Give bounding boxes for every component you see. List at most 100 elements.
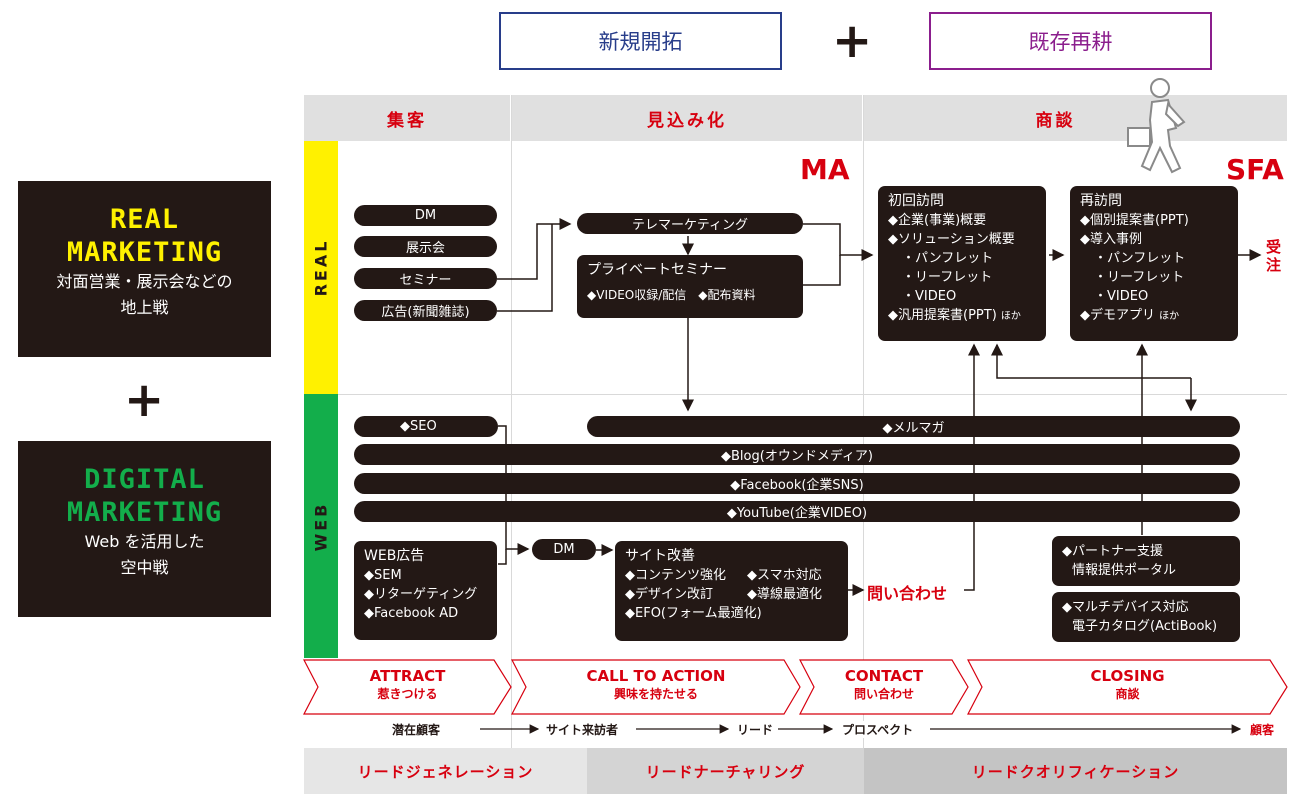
revisit-line: ◆導入事例 (1080, 232, 1142, 247)
site-line: ◆EFO(フォーム最適化) (625, 606, 762, 621)
facebook-bar: ◆Facebook(企業SNS) (354, 473, 1240, 494)
revisit-line: ・VIDEO (1094, 289, 1149, 304)
real-sub-1: 対面営業・展示会などの (56, 272, 233, 291)
stage-closing: CLOSING 商談 (968, 660, 1287, 714)
existing-business-box: 既存再耕 (929, 12, 1212, 70)
revisit-line: ◆デモアプリ (1080, 308, 1155, 323)
first-visit-line: ◆企業(事業)概要 (888, 213, 987, 228)
web-ad-box: WEB広告 ◆SEM ◆リターゲティング ◆Facebook AD (354, 541, 497, 640)
catalog-line: 電子カタログ(ActiBook) (1072, 619, 1218, 634)
site-line: ◆導線最適化 (747, 587, 822, 602)
web-ad-line: ◆Facebook AD (364, 606, 459, 621)
revisit-etc: ほか (1159, 311, 1180, 322)
stage-contact: CONTACT 問い合わせ (800, 660, 968, 714)
stage-en: CALL TO ACTION (586, 667, 726, 685)
seo-bar: ◆SEO (354, 416, 498, 437)
stage-en: ATTRACT (369, 667, 446, 685)
real-expo: 展示会 (354, 236, 497, 257)
column-attract: 集客 (304, 95, 510, 141)
band-real: REAL (304, 141, 338, 394)
first-visit-etc: ほか (1000, 311, 1021, 322)
real-title-1: REAL (109, 204, 180, 235)
side-plus: + (124, 372, 165, 428)
digital-marketing-box: DIGITAL MARKETING Web を活用した 空中戦 (18, 441, 271, 617)
digital-title-2: MARKETING (66, 497, 223, 528)
web-ad-line: ◆リターゲティング (364, 587, 478, 602)
site-improvement-box: サイト改善 ◆コンテンツ強化 ◆スマホ対応 ◆デザイン改訂 ◆導線最適化 ◆EFO(… (615, 541, 848, 641)
phase-nurturing: リードナーチャリング (587, 748, 864, 794)
real-title-2: MARKETING (66, 237, 223, 268)
web-dm: DM (532, 539, 596, 560)
partner-portal-box: ◆パートナー支援 情報提供ポータル (1052, 536, 1240, 586)
web-ad-line: ◆SEM (364, 568, 402, 583)
band-web: WEB (304, 394, 338, 658)
mail-magazine-bar: ◆メルマガ (587, 416, 1240, 437)
site-improvement-title: サイト改善 (625, 548, 695, 564)
site-line: ◆スマホ対応 (747, 568, 822, 583)
private-seminar-title: プライベートセミナー (587, 262, 727, 278)
sfa-tag: SFA (1226, 153, 1284, 186)
partner-line: 情報提供ポータル (1072, 563, 1177, 578)
real-ad: 広告(新聞雑誌) (354, 300, 497, 321)
walking-person-icon (1127, 78, 1186, 174)
stage-ja: 興味を持たせる (613, 687, 698, 701)
revisit-line: ・パンフレット (1094, 251, 1186, 266)
partner-line: ◆パートナー支援 (1062, 544, 1163, 559)
site-line: ◆デザイン改訂 (625, 587, 713, 602)
digital-title-1: DIGITAL (84, 464, 205, 495)
catalog-line: ◆マルチデバイス対応 (1062, 600, 1189, 615)
phase-generation: リードジェネレーション (304, 748, 587, 794)
stage-call-to-action: CALL TO ACTION 興味を持たせる (512, 660, 800, 714)
phase-qualification: リードクオリフィケーション (864, 748, 1287, 794)
revisit-title: 再訪問 (1080, 193, 1122, 209)
flow-prospect: プロスペクト (838, 721, 918, 738)
existing-business-label: 既存再耕 (1028, 30, 1113, 54)
revisit-line: ◆個別提案書(PPT) (1080, 213, 1189, 228)
new-business-box: 新規開拓 (499, 12, 782, 70)
digital-sub-1: Web を活用した (84, 532, 205, 551)
first-visit-line: ◆ソリューション概要 (888, 232, 1015, 247)
column-meeting: 商談 (864, 95, 1287, 141)
top-plus: + (832, 13, 873, 69)
stage-ja: 問い合わせ (853, 687, 914, 701)
flow-lead: リード (733, 721, 778, 738)
order-received: 受 注 (1266, 238, 1281, 274)
inquiry-label: 問い合わせ (867, 584, 948, 603)
column-nurture: 見込み化 (512, 95, 862, 141)
real-sub-2: 地上戦 (120, 298, 169, 317)
grid-line (511, 95, 512, 748)
first-visit-box: 初回訪問 ◆企業(事業)概要 ◆ソリューション概要 ・パンフレット ・リーフレッ… (878, 186, 1046, 341)
site-line: ◆コンテンツ強化 (625, 568, 726, 583)
blog-bar: ◆Blog(オウンドメディア) (354, 444, 1240, 465)
e-catalog-box: ◆マルチデバイス対応 電子カタログ(ActiBook) (1052, 592, 1240, 642)
first-visit-line: ・VIDEO (902, 289, 957, 304)
revisit-box: 再訪問 ◆個別提案書(PPT) ◆導入事例 ・パンフレット ・リーフレット ・V… (1070, 186, 1238, 341)
first-visit-line: ・パンフレット (902, 251, 994, 266)
digital-sub-2: 空中戦 (120, 558, 169, 577)
telemarketing: テレマーケティング (577, 213, 803, 234)
flow-potential: 潜在顧客 (388, 721, 445, 738)
flow-customer: 顧客 (1246, 721, 1279, 738)
web-ad-title: WEB広告 (364, 548, 425, 564)
stage-attract: ATTRACT 惹きつける (304, 660, 511, 714)
stage-en: CLOSING (1090, 667, 1165, 685)
stage-ja: 商談 (1115, 687, 1140, 701)
youtube-bar: ◆YouTube(企業VIDEO) (354, 501, 1240, 522)
private-seminar-items: ◆VIDEO収録/配信 ◆配布資料 (587, 288, 756, 302)
ma-tag: MA (800, 153, 850, 186)
new-business-label: 新規開拓 (598, 30, 683, 54)
stage-ja: 惹きつける (377, 687, 438, 701)
stage-en: CONTACT (844, 667, 924, 685)
order-char-1: 受 (1266, 238, 1282, 256)
first-visit-line: ・リーフレット (902, 270, 993, 285)
real-seminar: セミナー (354, 268, 497, 289)
flow-visitor: サイト来訪者 (542, 721, 623, 738)
private-seminar-box: プライベートセミナー ◆VIDEO収録/配信 ◆配布資料 (577, 255, 803, 318)
band-divider (338, 394, 1287, 395)
first-visit-line: ◆汎用提案書(PPT) (888, 308, 997, 323)
first-visit-title: 初回訪問 (888, 193, 944, 209)
revisit-line: ・リーフレット (1094, 270, 1185, 285)
real-dm: DM (354, 205, 497, 226)
